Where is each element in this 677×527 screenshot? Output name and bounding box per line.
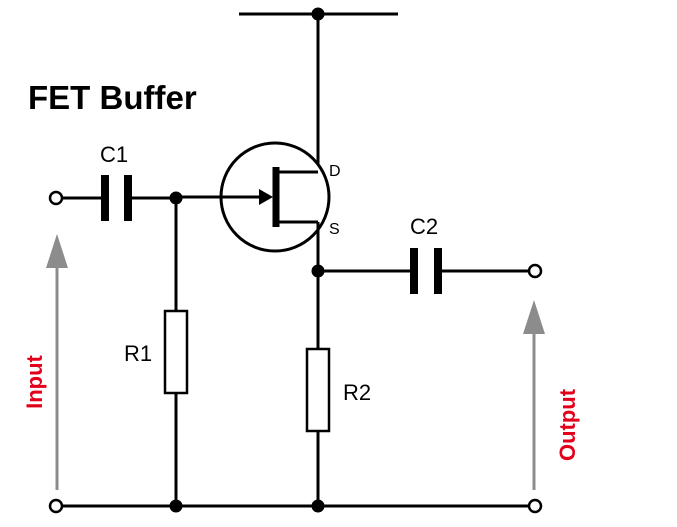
output-arrow-icon [523, 300, 545, 334]
r2-label: R2 [343, 380, 371, 405]
output-voltage-arrow [523, 300, 545, 490]
input-ground-terminal [48, 498, 64, 514]
c1-label: C1 [100, 142, 128, 167]
capacitor-c2 [318, 248, 529, 294]
c2-label: C2 [410, 214, 438, 239]
resistor-r2 [305, 347, 331, 506]
input-arrow-icon [46, 234, 68, 268]
ground-rail [62, 499, 529, 513]
input-terminal [48, 190, 64, 206]
drain-pin-label: D [329, 163, 341, 180]
jfet-transistor [176, 141, 331, 253]
capacitor-c1 [62, 175, 176, 221]
input-voltage-arrow [46, 234, 68, 490]
output-terminal [527, 263, 543, 279]
diagram-title: FET Buffer [28, 79, 197, 116]
output-label: Output [555, 388, 580, 461]
ground-junction-r2 [311, 499, 325, 513]
output-ground-terminal [527, 498, 543, 514]
source-pin-label: S [329, 221, 340, 238]
resistor-r1 [163, 198, 189, 506]
gate-arrow-icon [259, 189, 273, 205]
input-label: Input [22, 354, 47, 408]
r1-label: R1 [124, 341, 152, 366]
ground-junction-r1 [169, 499, 183, 513]
